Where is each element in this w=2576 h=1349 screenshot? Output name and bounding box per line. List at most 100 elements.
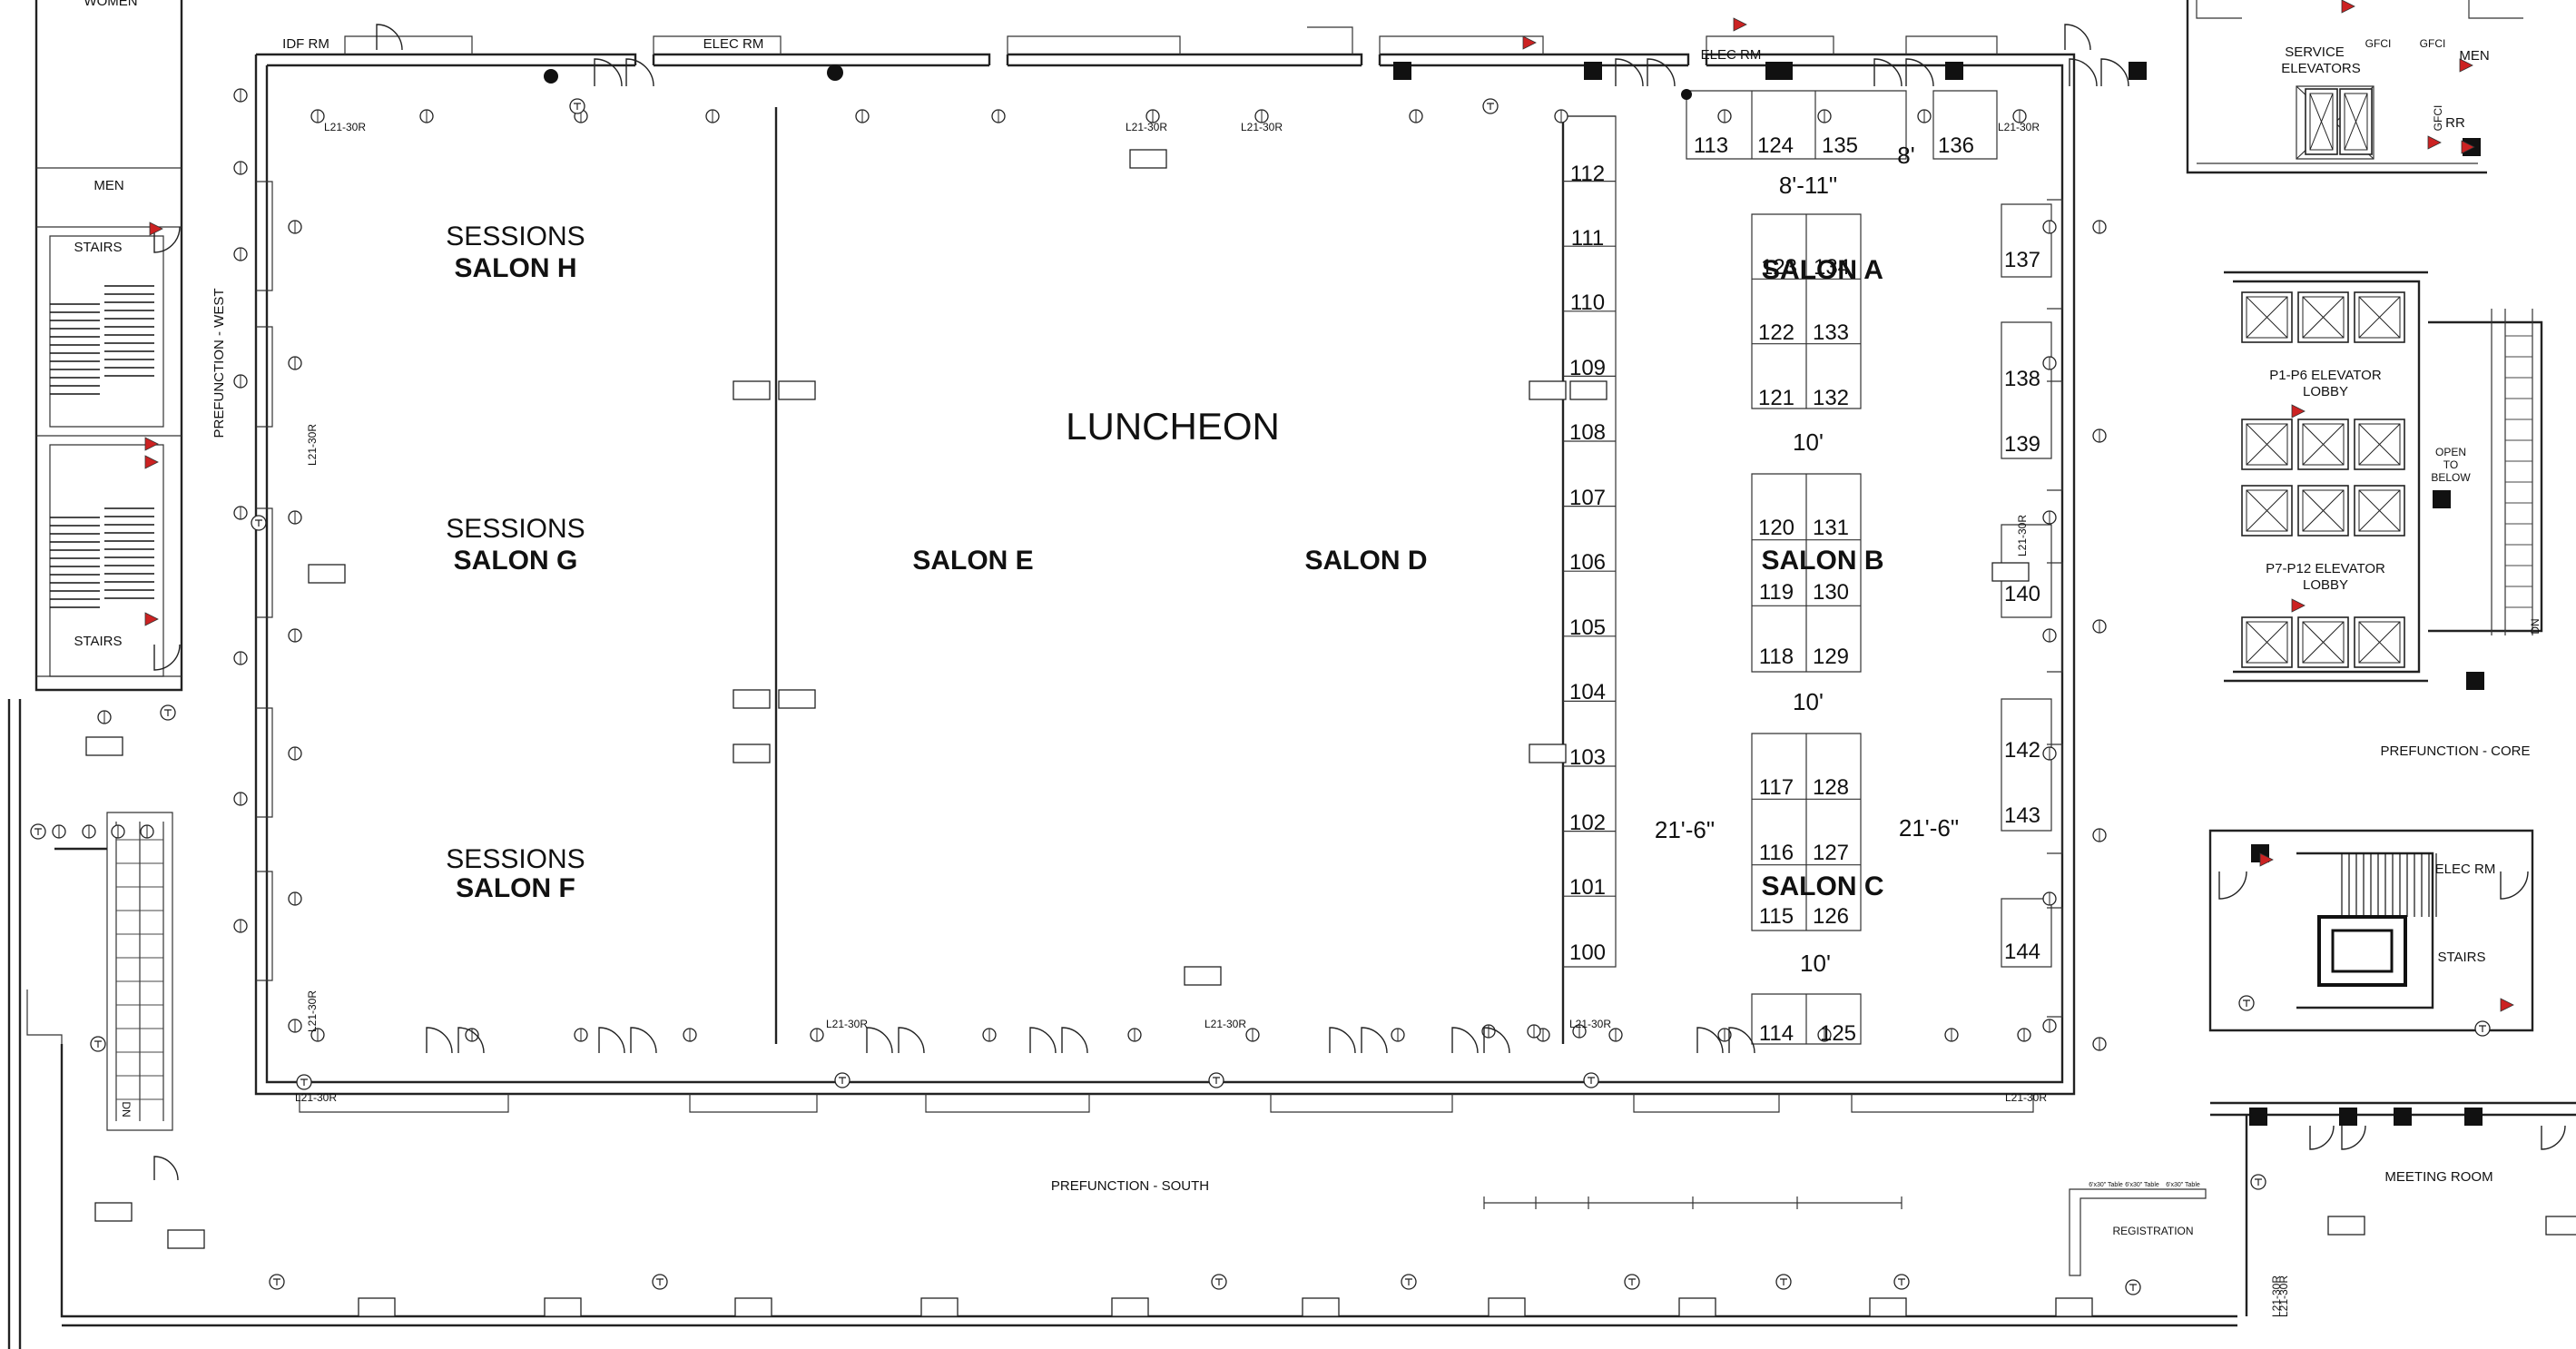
- dimension-21-6-right: 21'-6": [1899, 814, 1959, 842]
- black-box: [2129, 62, 2147, 80]
- floor-box: [2055, 1297, 2093, 1317]
- floor-box: [1111, 1297, 1149, 1317]
- gfci-label: GFCI: [2432, 105, 2444, 132]
- luncheon-label: LUNCHEON: [1066, 405, 1280, 448]
- outlet-label: L21-30R: [2270, 1275, 2283, 1317]
- outlet-fixtures: [30, 88, 2491, 1295]
- booth-114: 114: [1759, 1021, 1794, 1046]
- salon-f-session-label: SESSIONS: [446, 844, 585, 874]
- red-marker: [2500, 998, 2514, 1012]
- booth-134: 134: [1814, 255, 1850, 280]
- outlet-label: L21-30R: [1998, 121, 2040, 133]
- red-marker: [1733, 17, 1747, 32]
- floor-box: [1678, 1297, 1716, 1317]
- floor-box: [778, 689, 816, 709]
- walls: [7, 0, 2576, 1349]
- elevator-car: [2302, 489, 2345, 532]
- elevator-car: [2246, 489, 2288, 532]
- floor-box: [544, 1297, 582, 1317]
- black-box: [1945, 62, 1963, 80]
- elevator-car: [2358, 621, 2401, 664]
- booth-108: 108: [1569, 420, 1606, 445]
- booth-127: 127: [1813, 841, 1849, 865]
- booth-110: 110: [1570, 290, 1605, 315]
- door-swing: [625, 58, 654, 87]
- phone-symbol: [273, 1278, 280, 1285]
- floor-boxes: [85, 62, 2576, 1317]
- booth-101: 101: [1569, 875, 1606, 900]
- service-elevators-label-1: SERVICE: [2285, 44, 2345, 60]
- salon-b-label: SALON B: [1762, 546, 1884, 576]
- booth-115: 115: [1759, 904, 1794, 929]
- salon-e-label: SALON E: [912, 546, 1033, 576]
- door-swing: [1483, 1027, 1510, 1054]
- floor-box: [732, 689, 771, 709]
- red-marker: [2427, 135, 2442, 150]
- phone-symbol: [300, 1078, 308, 1086]
- black-box: [2466, 672, 2484, 690]
- stairs-right-label: STAIRS: [2437, 950, 2485, 965]
- floor-box: [732, 743, 771, 763]
- stair-treads: [50, 285, 2532, 1100]
- elevator-car: [2302, 621, 2345, 664]
- outlet-label: L21-30R: [1569, 1018, 1611, 1030]
- phone-symbol: [1215, 1278, 1223, 1285]
- outlet-label: L21-30R: [1241, 121, 1283, 133]
- door-swing: [1728, 1027, 1755, 1054]
- red-marker: [2459, 58, 2473, 73]
- elevator-car: [2302, 296, 2345, 339]
- door-swing: [153, 226, 181, 253]
- door-swing: [376, 24, 403, 51]
- elevator-car: [2246, 621, 2288, 664]
- door-swing: [1061, 1027, 1088, 1054]
- door-swing: [1361, 1027, 1388, 1054]
- floor-box: [1869, 1297, 1907, 1317]
- elec-rm-label-2: ELEC RM: [1701, 47, 1762, 63]
- door-swing: [426, 1027, 453, 1054]
- door-swing: [2341, 1125, 2366, 1150]
- stairs-upper-label: STAIRS: [74, 240, 122, 255]
- door-swing: [598, 1027, 625, 1054]
- p7-p12-lobby-label-2: LOBBY: [2303, 577, 2348, 593]
- door-swing: [1615, 58, 1644, 87]
- red-marker: [2341, 0, 2355, 14]
- elevator-car: [2302, 296, 2345, 339]
- dimension-10-a: 10': [1793, 428, 1824, 456]
- elevator-car: [2344, 93, 2368, 151]
- salon-d-label: SALON D: [1305, 546, 1428, 576]
- booth-numbers: 112 111 110 109 108 107 106 105 104 103 …: [1569, 133, 2040, 1046]
- idf-rm-label: IDF RM: [282, 36, 329, 52]
- red-marker: [144, 455, 159, 469]
- service-elevators-label-2: ELEVATORS: [2281, 61, 2361, 76]
- phone-symbol: [1405, 1278, 1412, 1285]
- booth-140: 140: [2004, 582, 2040, 606]
- black-dot: [827, 64, 843, 81]
- red-marker: [1522, 35, 1537, 50]
- elevator-car: [2358, 423, 2401, 466]
- door-swing: [1029, 1027, 1057, 1054]
- floor-box: [732, 380, 771, 400]
- floor-box: [734, 1297, 772, 1317]
- meeting-room-label: MEETING ROOM: [2384, 1169, 2492, 1185]
- phone-symbol: [1628, 1278, 1636, 1285]
- phone-symbol: [1898, 1278, 1905, 1285]
- booth-129: 129: [1813, 645, 1849, 669]
- door-swing: [2218, 871, 2247, 900]
- black-box: [1393, 62, 1411, 80]
- black-dot: [544, 69, 558, 84]
- door-swing: [630, 1027, 657, 1054]
- booth-135: 135: [1822, 133, 1858, 158]
- phone-symbol: [94, 1040, 102, 1048]
- p1-p6-lobby-label-2: LOBBY: [2303, 384, 2348, 399]
- dimension-10-c: 10': [1800, 950, 1831, 977]
- elevator-car: [2358, 489, 2401, 532]
- booth-142: 142: [2004, 738, 2040, 763]
- booth-138: 138: [2004, 367, 2040, 391]
- elevator-car: [2246, 489, 2288, 532]
- booth-132: 132: [1813, 386, 1849, 410]
- down-label-left: DN: [120, 1101, 133, 1117]
- table-label-1: 6'x30" Table: [2089, 1182, 2123, 1188]
- elevator-car: [2344, 93, 2368, 151]
- outlet-label: L21-30R: [826, 1018, 868, 1030]
- phone-symbol: [2479, 1025, 2486, 1032]
